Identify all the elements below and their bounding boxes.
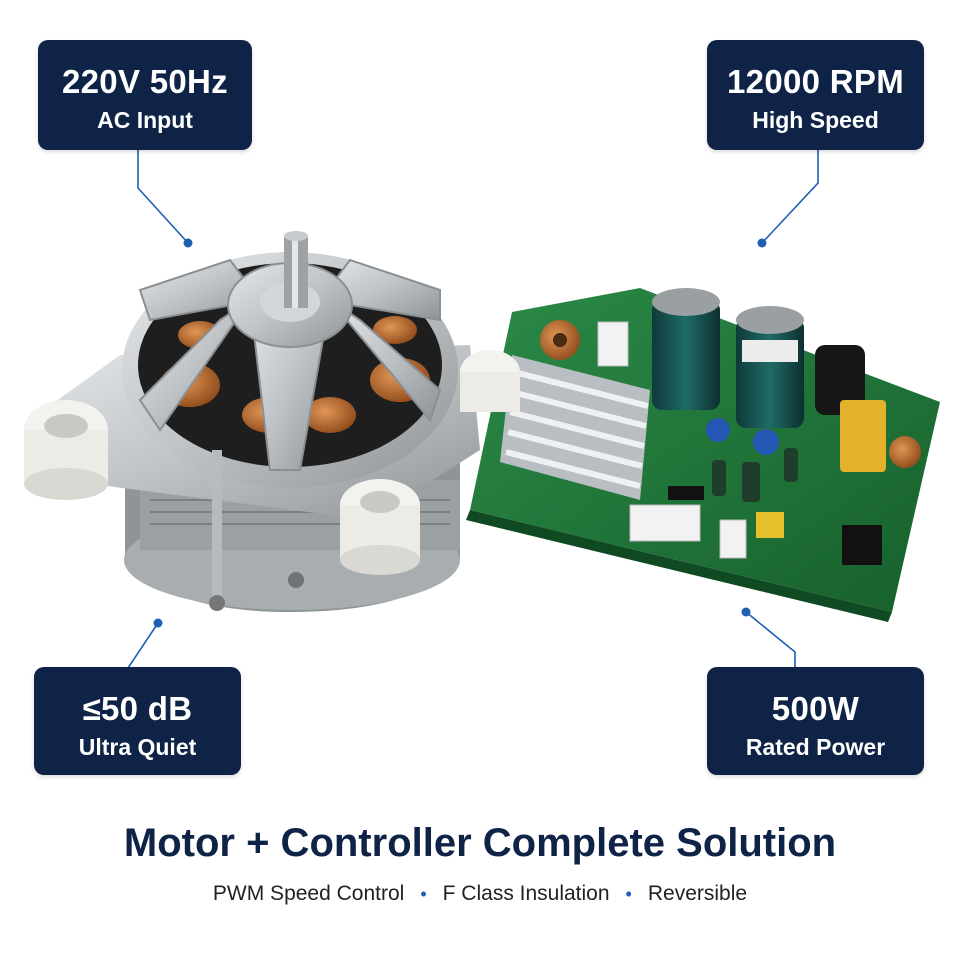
leader-dot [757,238,767,248]
spec-badge-power: 500W Rated Power [707,667,924,775]
inductor-coil [540,320,921,468]
spec-value: 500W [771,690,860,727]
spec-badge-speed: 12000 RPM High Speed [707,40,924,150]
bridge-rectifier [815,345,865,415]
leader-dot [183,238,193,248]
bldc-motor [24,231,520,612]
leader-dot [153,618,163,628]
capacitors [652,288,804,428]
feature-item: PWM Speed Control [212,882,405,905]
mounting-feet [24,350,520,575]
controller-board [466,288,940,622]
spec-label: High Speed [752,107,879,133]
feature-item: F Class Insulation [442,882,610,905]
heatsink [500,355,650,500]
bullet-separator: • [625,884,632,904]
headline: Motor + Controller Complete Solution [123,821,837,865]
motor-shaft [284,231,308,308]
spec-value: 12000 RPM [727,63,904,100]
feature-list: PWM Speed Control • F Class Insulation • Rev… [0,880,960,908]
spec-badge-noise: ≤50 dB Ultra Quiet [34,667,241,775]
spec-value: ≤50 dB [82,690,193,727]
spec-label: AC Input [97,107,193,133]
bullet-separator: • [420,884,427,904]
leader-dot [741,607,751,617]
feature-item: Reversible [647,882,748,905]
spec-badge-input: 220V 50Hz AC Input [38,40,252,150]
spec-value: 220V 50Hz [62,63,228,100]
film-capacitor [840,400,886,472]
spec-label: Ultra Quiet [78,734,197,760]
spec-label: Rated Power [745,734,886,760]
